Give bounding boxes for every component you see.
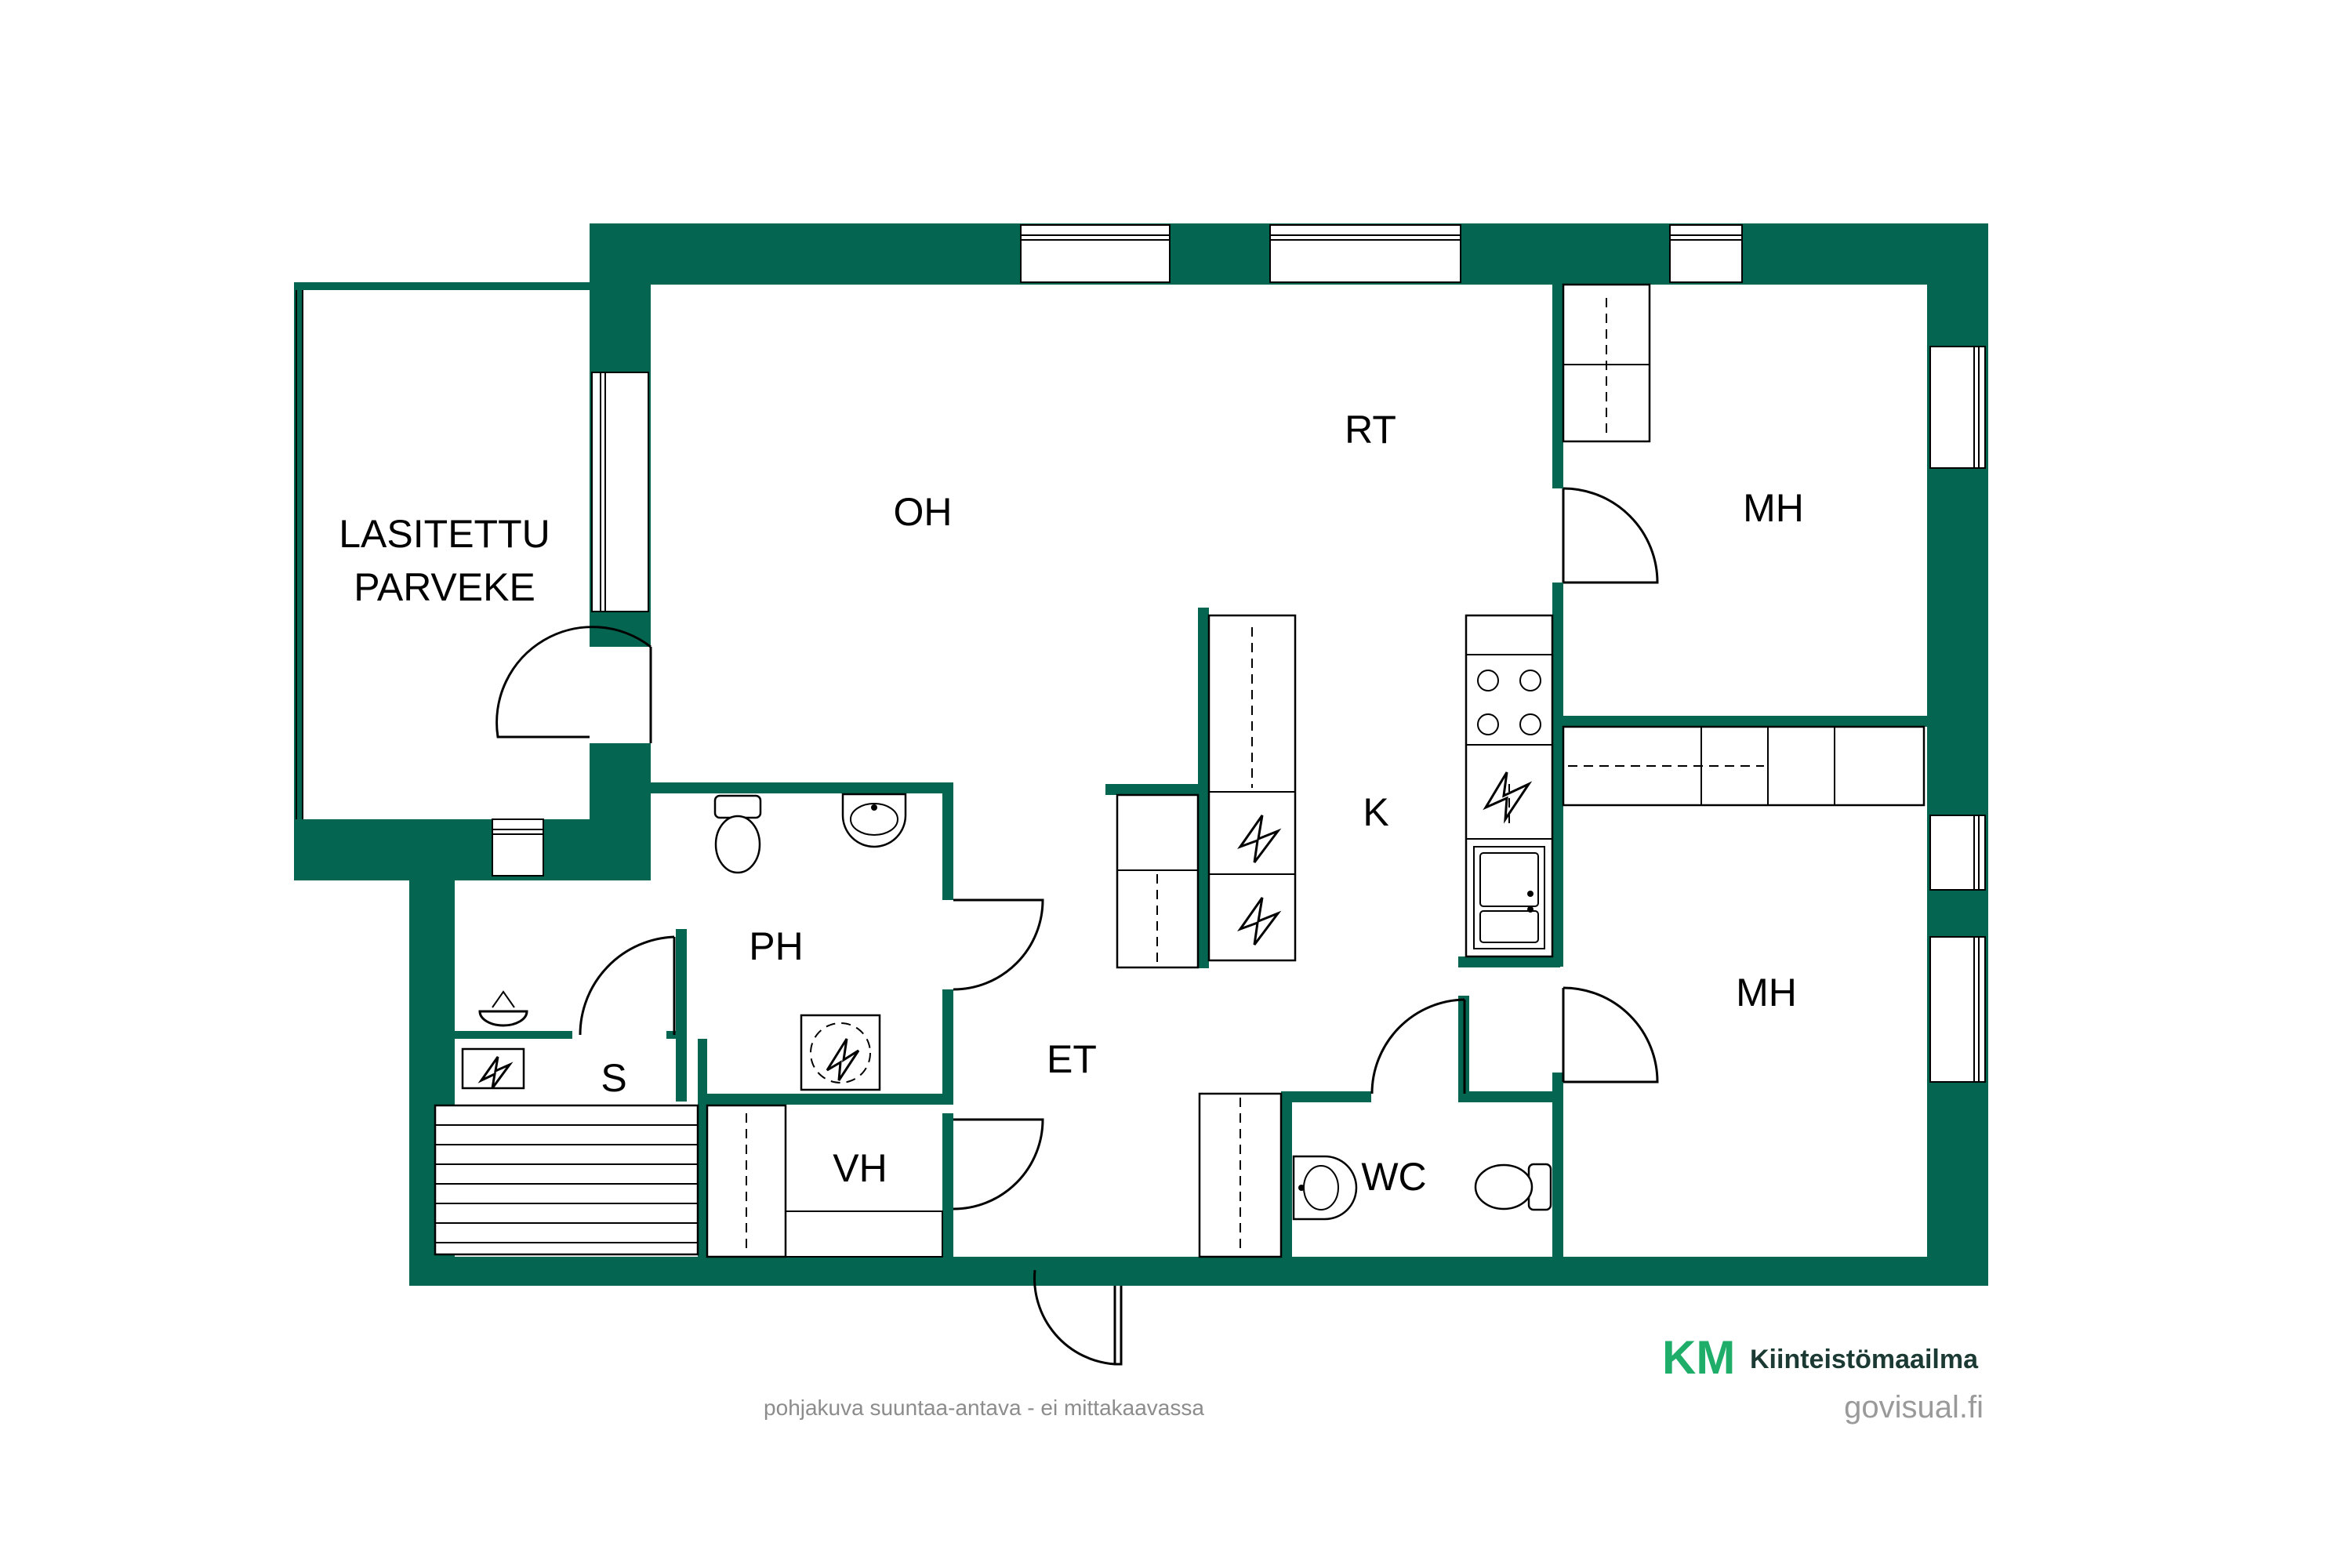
disclaimer: pohjakuva suuntaa-antava - ei mittakaava… (764, 1396, 1204, 1420)
room-label-mh-1: MH (1743, 486, 1804, 530)
room-label-mh-2: MH (1736, 971, 1797, 1014)
credit: govisual.fi (1844, 1390, 1984, 1425)
brand-mark: KM (1662, 1331, 1735, 1384)
freezer-icon (1237, 897, 1282, 946)
doors (495, 487, 1659, 1366)
room-label-wc: WC (1361, 1155, 1426, 1199)
wc-toilet-icon (1474, 1163, 1552, 1211)
room-label-ph: PH (749, 924, 803, 968)
room-label-oh: OH (894, 490, 953, 534)
room-label-balcony-2: PARVEKE (354, 565, 535, 609)
room-labels: LASITETTU PARVEKE OH RT MH K PH MH ET S … (339, 408, 1804, 1199)
kitchen-sink-icon (1473, 846, 1545, 949)
oven-icon (1237, 815, 1282, 863)
stairs (434, 1104, 699, 1256)
room-label-vh: VH (833, 1146, 887, 1190)
room-label-s: S (601, 1056, 626, 1100)
fixtures (434, 283, 1926, 1258)
dishwasher-icon (1483, 771, 1533, 824)
room-label-et: ET (1047, 1037, 1097, 1081)
brand-logo: KM Kiinteistömaailma (1662, 1331, 1979, 1384)
brand-name: Kiinteistömaailma (1750, 1345, 1979, 1374)
stove-icon (1477, 670, 1541, 735)
utility-sink-icon (478, 990, 528, 1027)
room-label-rt: RT (1345, 408, 1396, 452)
room-label-k: K (1363, 790, 1388, 834)
wc-sink-icon (1292, 1155, 1358, 1221)
windows (296, 224, 1986, 1083)
room-label-balcony-1: LASITETTU (339, 512, 550, 556)
toilet-icon (713, 794, 762, 874)
sauna-stove-icon (800, 1014, 881, 1091)
sink-icon (841, 793, 907, 848)
electric-cabinet-icon (461, 1047, 525, 1090)
